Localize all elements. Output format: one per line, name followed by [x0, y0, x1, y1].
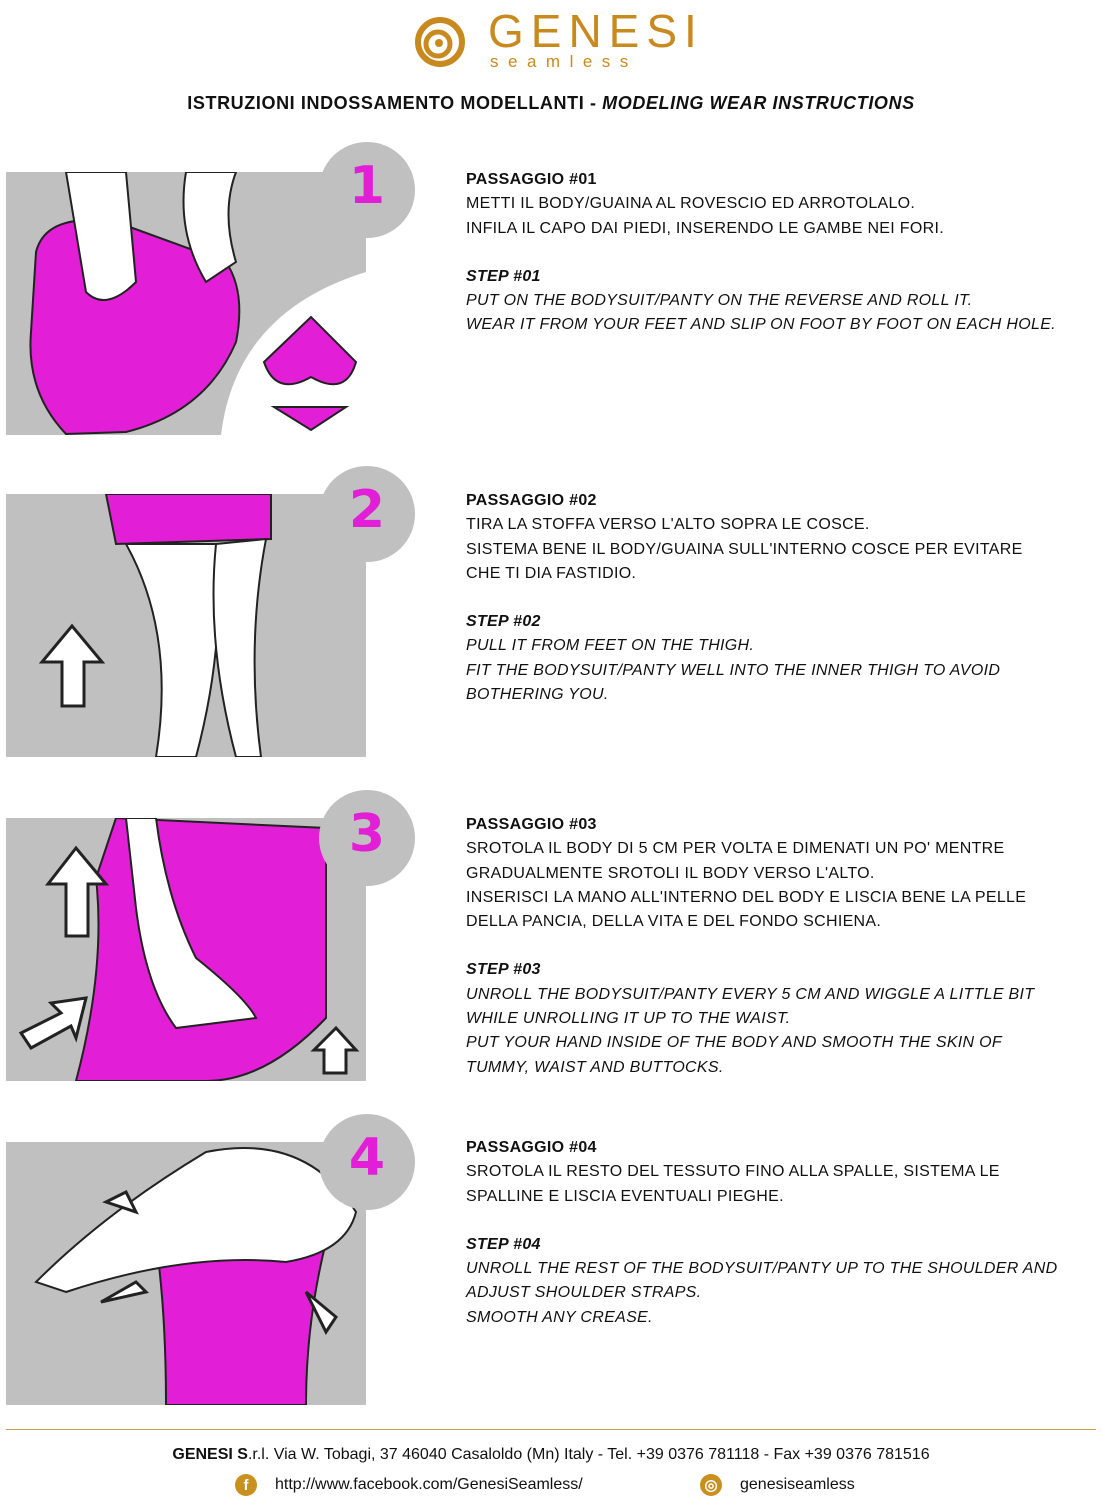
step-title-en: STEP #03: [466, 961, 541, 979]
instagram-link[interactable]: ◎ genesiseamless: [700, 1474, 855, 1496]
step-line: PULL IT FROM FEET ON THE THIGH.: [466, 637, 755, 655]
step-line: UNROLL THE REST OF THE BODYSUIT/PANTY UP…: [466, 1260, 1058, 1278]
step-line: CHE TI DIA FASTIDIO.: [466, 564, 637, 582]
step-1-text: PASSAGGIO #01 METTI IL BODY/GUAINA AL RO…: [466, 168, 1056, 338]
footer-address: GENESI S.r.l. Via W. Tobagi, 37 46040 Ca…: [0, 1446, 1102, 1464]
instagram-handle[interactable]: genesiseamless: [740, 1476, 855, 1493]
step-line: INSERISCI LA MANO ALL'INTERNO DEL BODY E…: [466, 888, 1027, 906]
step-badge-1: 1: [319, 142, 415, 238]
step-line: PUT ON THE BODYSUIT/PANTY ON THE REVERSE…: [466, 292, 973, 310]
step-line: TUMMY, WAIST AND BUTTOCKS.: [466, 1058, 724, 1076]
step-title-en: STEP #02: [466, 613, 541, 631]
step-3-text: PASSAGGIO #03 SROTOLA IL BODY DI 5 CM PE…: [466, 813, 1034, 1080]
rolled-bodysuit-illustration: [29, 172, 366, 435]
illustration-step-3: [6, 818, 366, 1081]
step-line: PUT YOUR HAND INSIDE OF THE BODY AND SMO…: [466, 1034, 1002, 1052]
step-4-text: PASSAGGIO #04 SROTOLA IL RESTO DEL TESSU…: [466, 1136, 1057, 1330]
step-line: WEAR IT FROM YOUR FEET AND SLIP ON FOOT …: [466, 316, 1056, 334]
facebook-link[interactable]: f http://www.facebook.com/GenesiSeamless…: [235, 1474, 583, 1496]
up-arrow-icon: [310, 1025, 360, 1075]
step-title-it: PASSAGGIO #02: [466, 492, 597, 509]
step-title-it: PASSAGGIO #01: [466, 171, 597, 188]
instagram-icon: ◎: [700, 1474, 722, 1496]
torso-illustration: [34, 1147, 358, 1405]
step-line: BOTHERING YOU.: [466, 686, 609, 704]
illustration-step-4: [6, 1142, 366, 1405]
step-title-en: STEP #04: [466, 1235, 541, 1253]
title-separator: -: [584, 93, 603, 113]
page-title: ISTRUZIONI INDOSSAMENTO MODELLANTI - MOD…: [0, 93, 1102, 114]
arrow-icon: [18, 996, 88, 1050]
logo-brand: GENESI: [488, 5, 704, 57]
step-line: WHILE UNROLLING IT UP TO THE WAIST.: [466, 1010, 791, 1028]
step-line: INFILA IL CAPO DAI PIEDI, INSERENDO LE G…: [466, 219, 944, 237]
address-text: Via W. Tobagi, 37 46040 Casaloldo (Mn) I…: [269, 1446, 930, 1463]
company-name: GENESI S: [172, 1446, 248, 1463]
step-2-text: PASSAGGIO #02 TIRA LA STOFFA VERSO L'ALT…: [466, 489, 1023, 707]
step-line: DELLA PANCIA, DELLA VITA E DEL FONDO SCH…: [466, 913, 882, 931]
facebook-icon: f: [235, 1474, 257, 1496]
step-badge-3: 3: [319, 790, 415, 886]
step-title-en: STEP #01: [466, 267, 541, 285]
legs-illustration: [38, 494, 272, 757]
illustration-step-1: [6, 172, 366, 435]
step-badge-4: 4: [319, 1114, 415, 1210]
step-number: 4: [348, 1128, 386, 1188]
step-line: SPALLINE E LISCIA EVENTUALI PIEGHE.: [466, 1187, 784, 1205]
step-line: TIRA LA STOFFA VERSO L'ALTO SOPRA LE COS…: [466, 516, 870, 534]
up-arrow-icon: [44, 845, 110, 938]
step-title-it: PASSAGGIO #03: [466, 816, 597, 833]
up-arrow-icon: [38, 623, 106, 708]
step-line: SROTOLA IL RESTO DEL TESSUTO FINO ALLA S…: [466, 1163, 1000, 1181]
footer-divider: [6, 1429, 1096, 1430]
genesi-swirl-logo-icon: [415, 17, 465, 67]
arrow-icon: [304, 1290, 338, 1335]
step-line: FIT THE BODYSUIT/PANTY WELL INTO THE INN…: [466, 661, 1001, 679]
step-line: SROTOLA IL BODY DI 5 CM PER VOLTA E DIME…: [466, 840, 1005, 858]
step-number: 3: [348, 804, 386, 864]
illustration-step-2: [6, 494, 366, 757]
company-suffix: .r.l.: [247, 1446, 270, 1463]
step-title-it: PASSAGGIO #04: [466, 1139, 597, 1156]
title-english: MODELING WEAR INSTRUCTIONS: [602, 93, 915, 113]
step-line: SMOOTH ANY CREASE.: [466, 1308, 653, 1326]
step-badge-2: 2: [319, 466, 415, 562]
step-number: 2: [348, 480, 386, 540]
step-line: ADJUST SHOULDER STRAPS.: [466, 1284, 702, 1302]
title-italian: ISTRUZIONI INDOSSAMENTO MODELLANTI: [187, 93, 585, 113]
step-line: GRADUALMENTE SROTOLI IL BODY VERSO L'ALT…: [466, 864, 875, 882]
logo-tagline: seamless: [490, 52, 638, 71]
facebook-url[interactable]: http://www.facebook.com/GenesiSeamless/: [275, 1476, 583, 1493]
step-line: METTI IL BODY/GUAINA AL ROVESCIO ED ARRO…: [466, 195, 916, 213]
arrow-icon: [100, 1189, 149, 1304]
step-line: SISTEMA BENE IL BODY/GUAINA SULL'INTERNO…: [466, 540, 1023, 558]
step-line: UNROLL THE BODYSUIT/PANTY EVERY 5 CM AND…: [466, 985, 1035, 1003]
step-number: 1: [348, 156, 386, 216]
waist-illustration: [18, 818, 360, 1081]
